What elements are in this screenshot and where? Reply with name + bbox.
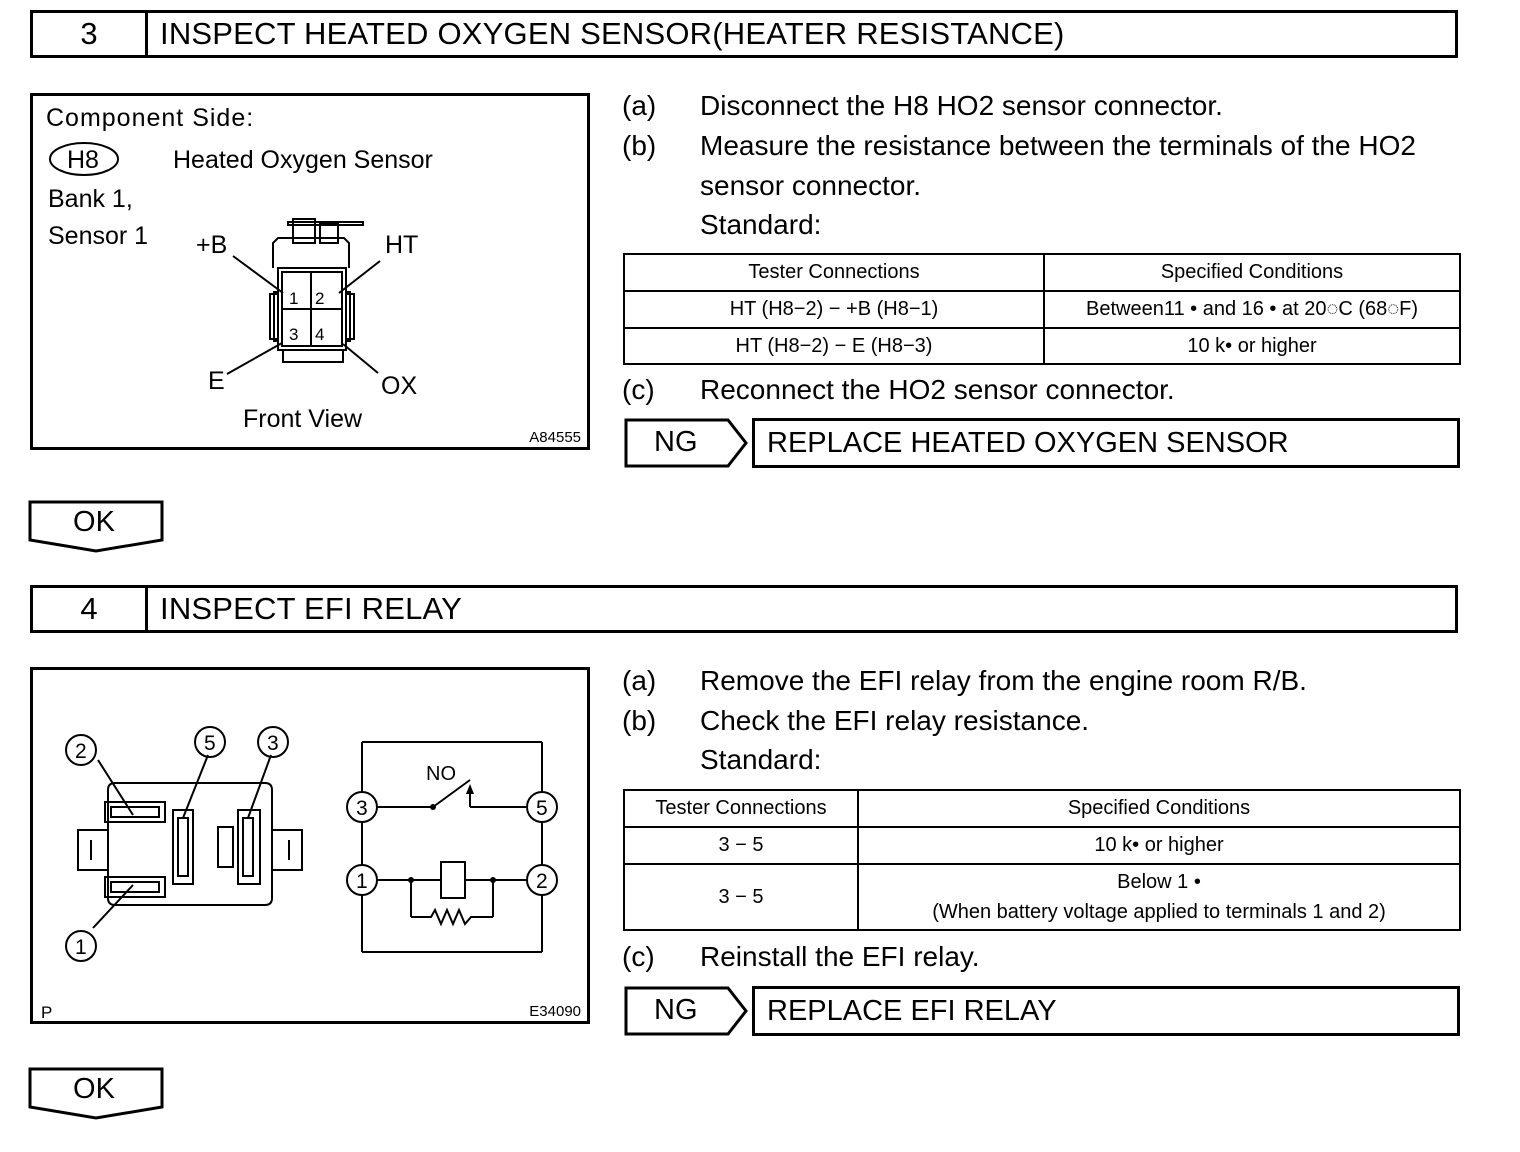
instruction-label: (a) [622, 90, 657, 121]
table-header: Specified Conditions [857, 789, 1461, 828]
ok-label: OK [73, 506, 115, 538]
instruction-text: Disconnect the H8 HO2 sensor connector. [700, 90, 1223, 121]
instruction-text: sensor connector. [700, 170, 922, 201]
figure-id: E34090 [529, 1003, 581, 1020]
no-label: NO [426, 763, 456, 785]
step-3-header: 3 INSPECT HEATED OXYGEN SENSOR(HEATER RE… [30, 10, 1458, 58]
table-cell: 10 k• or higher [857, 826, 1461, 865]
table-cell-line: Below 1 • [1117, 871, 1201, 893]
connector-body-drawing [226, 218, 381, 375]
ng-label: NG [654, 994, 698, 1026]
circuit-terminal-3: 3 [356, 797, 368, 820]
relay-figure: 2 5 3 1 3 5 1 2 NO P E34090 [30, 667, 590, 1024]
ng-row: NG REPLACE HEATED OXYGEN SENSOR [624, 418, 1460, 468]
ng-action: REPLACE EFI RELAY [752, 986, 1460, 1036]
connector-diagram: 1 2 3 4 [49, 142, 381, 375]
ng-arrow-shape [624, 418, 748, 468]
instruction-label: (c) [622, 374, 655, 405]
table-header: Tester Connections [623, 253, 1045, 292]
instruction-label: (b) [622, 705, 657, 736]
table-cell-line: (When battery voltage applied to termina… [932, 901, 1386, 923]
ng-label: NG [654, 426, 698, 458]
instruction-text: Check the EFI relay resistance. [700, 705, 1090, 736]
instruction-label: (b) [622, 130, 657, 161]
instruction-text: Remove the EFI relay from the engine roo… [700, 665, 1307, 696]
table-row: 3 − 5 10 k• or higher [623, 826, 1461, 865]
terminal-2: 2 [75, 740, 87, 763]
view-label: Front View [243, 405, 363, 433]
pin-4: 4 [315, 325, 324, 344]
pin-label-b: +B [196, 231, 228, 259]
step-number: 3 [33, 13, 148, 55]
instruction-label: (a) [622, 665, 657, 696]
table-row: HT (H8−2) − +B (H8−1) Between11 • and 16… [623, 290, 1461, 329]
ok-indicator: OK [28, 1067, 166, 1121]
ok-indicator: OK [28, 500, 166, 554]
terminal-3: 3 [267, 732, 279, 755]
table-header: Specified Conditions [1043, 253, 1461, 292]
bank-label: Bank 1, [48, 185, 133, 213]
table-cell: HT (H8−2) − +B (H8−1) [623, 290, 1045, 329]
spec-table: Tester Connections Specified Conditions … [623, 789, 1461, 931]
instruction-text: Standard: [700, 744, 822, 775]
table-cell: Between11 • and 16 • at 20◌C (68◌F) [1043, 290, 1461, 329]
pin-label-e: E [208, 367, 225, 395]
step-4-header: 4 INSPECT EFI RELAY [30, 585, 1458, 633]
connector-code-ellipse [49, 142, 119, 176]
table-cell: 3 − 5 [623, 863, 859, 931]
pin-2: 2 [315, 289, 324, 308]
terminal-5: 5 [204, 732, 216, 755]
corner-mark: P [41, 1003, 53, 1022]
pin-label-ht: HT [385, 231, 419, 259]
step-title: INSPECT EFI RELAY [160, 591, 463, 626]
ng-action: REPLACE HEATED OXYGEN SENSOR [752, 418, 1460, 468]
ok-shape [28, 1067, 164, 1120]
instruction-text: Reinstall the EFI relay. [700, 941, 980, 972]
table-cell: HT (H8−2) − E (H8−3) [623, 327, 1045, 365]
ng-row: NG REPLACE EFI RELAY [624, 986, 1460, 1036]
instruction-text: Standard: [700, 209, 822, 240]
terminal-1: 1 [75, 936, 87, 959]
relay-body-drawing [65, 726, 558, 962]
table-header: Tester Connections [623, 789, 859, 828]
figure-id: A84555 [529, 429, 581, 446]
component-side-label: Component Side: [46, 104, 255, 132]
pin-3: 3 [289, 325, 298, 344]
connector-figure: 1 2 3 4 Component Side: H8 Heated Oxygen… [30, 93, 590, 450]
table-cell: Below 1 • (When battery voltage applied … [857, 863, 1461, 931]
table-row: 3 − 5 Below 1 • (When battery voltage ap… [623, 863, 1461, 931]
spec-table: Tester Connections Specified Conditions … [623, 253, 1461, 365]
table-row: HT (H8−2) − E (H8−3) 10 k• or higher [623, 327, 1461, 365]
instruction-text: Measure the resistance between the termi… [700, 130, 1416, 161]
ok-shape [28, 500, 164, 553]
ng-arrow-shape [624, 986, 748, 1036]
step-title: INSPECT HEATED OXYGEN SENSOR(HEATER RESI… [160, 16, 1065, 51]
sensor-number-label: Sensor 1 [48, 222, 149, 250]
table-header-row: Tester Connections Specified Conditions [623, 789, 1461, 828]
instruction-text: Reconnect the HO2 sensor connector. [700, 374, 1175, 405]
instruction-label: (c) [622, 941, 655, 972]
relay-diagram: 2 5 3 1 3 5 1 2 NO [65, 726, 558, 962]
circuit-terminal-2: 2 [536, 870, 548, 893]
table-header-row: Tester Connections Specified Conditions [623, 253, 1461, 292]
pin-1: 1 [289, 289, 298, 308]
step-number: 4 [33, 588, 148, 630]
circuit-terminal-5: 5 [536, 797, 548, 820]
pin-label-ox: OX [381, 372, 418, 400]
circuit-terminal-1: 1 [356, 870, 368, 893]
ok-label: OK [73, 1073, 115, 1105]
sensor-name: Heated Oxygen Sensor [173, 146, 433, 174]
table-cell: 10 k• or higher [1043, 327, 1461, 365]
connector-code: H8 [67, 146, 99, 174]
table-cell: 3 − 5 [623, 826, 859, 865]
